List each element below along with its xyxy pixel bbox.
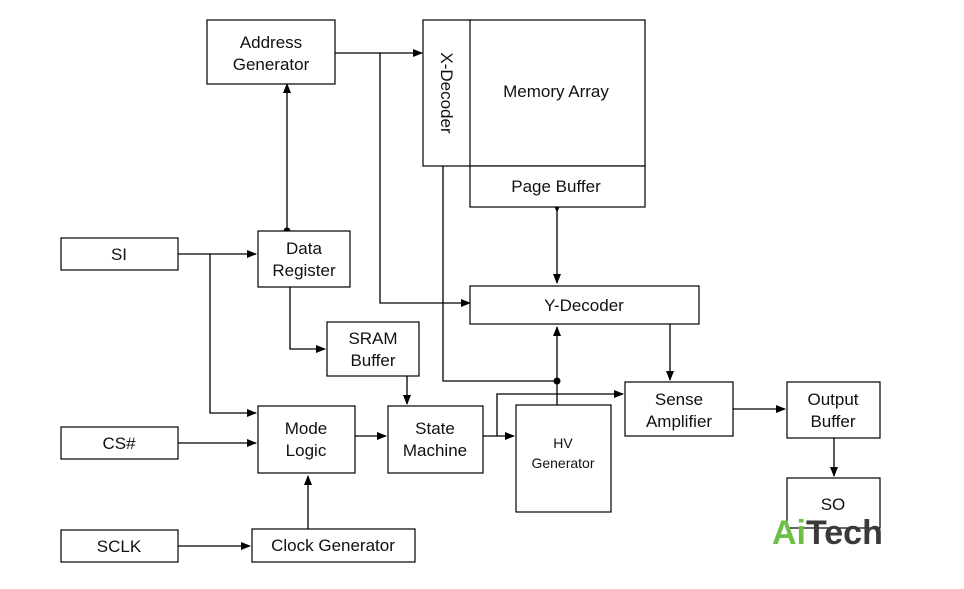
- hv-generator-label-line2: Generator: [531, 455, 594, 471]
- sense-amplifier-label-line1: Sense: [655, 390, 703, 409]
- output-buffer-label-line1: Output: [807, 390, 858, 409]
- sram-buffer-block: SRAM Buffer: [326, 321, 420, 377]
- output-buffer-label-line2: Buffer: [810, 412, 855, 431]
- so-block: SO: [786, 477, 881, 529]
- sclk-block: SCLK: [60, 529, 179, 563]
- state-machine-label-line1: State: [415, 419, 455, 438]
- sram-buffer-label-line1: SRAM: [348, 329, 397, 348]
- mode-logic-block: Mode Logic: [257, 405, 356, 474]
- x-decoder-label: X-Decoder: [437, 52, 456, 134]
- cs-block: CS#: [60, 426, 179, 460]
- address-generator-label-line2: Generator: [233, 55, 310, 74]
- state-machine-label-line2: Machine: [403, 441, 467, 460]
- cs-label: CS#: [102, 434, 136, 453]
- so-label: SO: [821, 495, 846, 514]
- hv-generator-block: HV Generator: [515, 404, 612, 513]
- aitech-logo-text: AiTech: [772, 514, 883, 552]
- x-decoder-block: X-Decoder: [422, 19, 472, 167]
- page-buffer-block: Page Buffer: [469, 165, 646, 208]
- clock-generator-block: Clock Generator: [251, 528, 416, 563]
- junction-dot: [553, 377, 561, 385]
- sense-amplifier-label-line2: Amplifier: [646, 412, 712, 431]
- mode-logic-label-line1: Mode: [285, 419, 328, 438]
- sram-buffer-label-line2: Buffer: [350, 351, 395, 370]
- output-buffer-block: Output Buffer: [786, 381, 881, 439]
- address-generator-label-line1: Address: [240, 33, 302, 52]
- mode-logic-label-line2: Logic: [286, 441, 327, 460]
- state-machine-block: State Machine: [387, 405, 484, 474]
- hv-generator-label-line1: HV: [553, 435, 573, 451]
- address-generator-block: Address Generator: [206, 19, 336, 85]
- data-register-block: Data Register: [257, 230, 351, 288]
- sense-amplifier-block: Sense Amplifier: [624, 381, 734, 437]
- si-block: SI: [60, 237, 179, 271]
- memory-array-label: Memory Array: [503, 82, 609, 101]
- clock-generator-label: Clock Generator: [271, 536, 395, 555]
- page-buffer-label: Page Buffer: [511, 177, 601, 196]
- connections: [178, 49, 838, 550]
- sclk-label: SCLK: [97, 537, 142, 556]
- y-decoder-label: Y-Decoder: [544, 296, 624, 315]
- memory-array-block: Memory Array: [469, 19, 646, 167]
- y-decoder-block: Y-Decoder: [469, 285, 700, 325]
- data-register-label-line1: Data: [286, 239, 322, 258]
- data-register-label-line2: Register: [272, 261, 336, 280]
- aitech-watermark-logo: AiTech: [772, 514, 883, 552]
- si-label: SI: [111, 245, 127, 264]
